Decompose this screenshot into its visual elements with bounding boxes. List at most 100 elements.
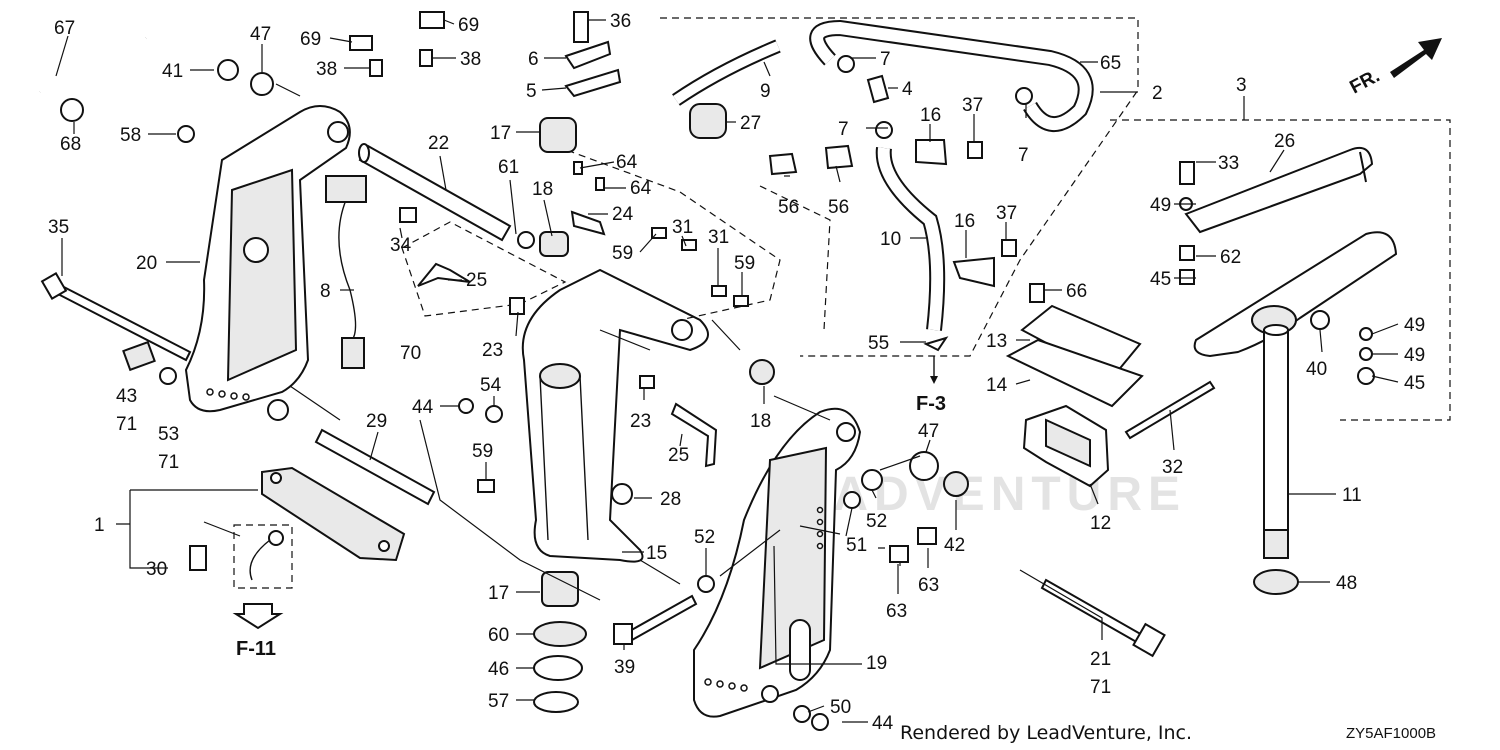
callout-31-right: 31 [708, 227, 729, 248]
callout-59-right: 59 [734, 253, 755, 274]
reference-f3[interactable]: F-3 [916, 393, 946, 415]
callout-62: 62 [1220, 247, 1241, 268]
callout-22: 22 [428, 133, 449, 154]
callout-48: 48 [1336, 573, 1357, 594]
callout-64-lower: 64 [630, 178, 652, 199]
anode-plate [261, 466, 406, 562]
callout-71-left: 71 [116, 414, 137, 435]
fr-label: FR. [1346, 66, 1383, 99]
misc-hardware [60, 11, 1375, 731]
credit-text: Rendered by LeadVenture, Inc. [900, 722, 1192, 744]
callout-13: 13 [986, 331, 1007, 352]
callout-55: 55 [868, 333, 889, 354]
callout-9: 9 [760, 81, 771, 102]
callout-42: 42 [944, 535, 965, 556]
callout-71-lower: 71 [158, 452, 179, 473]
callout-8: 8 [320, 281, 331, 302]
swivel-case [521, 268, 709, 563]
callout-39: 39 [614, 657, 635, 678]
callout-2: 2 [1152, 83, 1163, 104]
callout-21: 21 [1090, 649, 1111, 670]
callout-44-lower: 44 [872, 713, 894, 734]
bolt-39 [626, 594, 698, 642]
callout-38-left: 38 [316, 59, 337, 80]
callout-51: 51 [846, 535, 867, 556]
callout-45-lower: 45 [1404, 373, 1425, 394]
gasket-14 [1005, 338, 1144, 408]
callout-6: 6 [528, 49, 539, 70]
group-box-2 [660, 17, 1139, 357]
callout-66: 66 [1066, 281, 1087, 302]
callout-18-top: 18 [532, 179, 553, 200]
callout-45-top: 45 [1150, 269, 1171, 290]
group-box-30 [233, 524, 293, 589]
callout-40: 40 [1306, 359, 1327, 380]
callout-23-upper: 23 [482, 340, 503, 361]
callout-3: 3 [1236, 75, 1247, 96]
callout-60: 60 [488, 625, 509, 646]
forward-direction-arrow: FR. [1346, 38, 1442, 98]
callout-52-left: 52 [694, 527, 715, 548]
callout-15: 15 [646, 543, 667, 564]
callout-63-left: 63 [886, 601, 907, 622]
callout-64-upper: 64 [616, 152, 638, 173]
callout-32: 32 [1162, 457, 1183, 478]
bolt-35 [40, 271, 192, 362]
callout-36: 36 [610, 11, 631, 32]
callout-69-left: 69 [300, 29, 321, 50]
callout-30: 30 [146, 559, 167, 580]
callout-35: 35 [48, 217, 69, 238]
callout-29: 29 [366, 411, 387, 432]
callout-19: 19 [866, 653, 887, 674]
callout-68: 68 [60, 134, 81, 155]
bolt-21 [1040, 578, 1146, 646]
callout-46: 46 [488, 659, 509, 680]
callout-56-left: 56 [778, 197, 799, 218]
callout-43: 43 [116, 386, 137, 407]
callout-7-top: 7 [880, 49, 891, 70]
reference-f11[interactable]: F-11 [236, 638, 276, 660]
callout-12: 12 [1090, 513, 1111, 534]
callout-4: 4 [902, 79, 913, 100]
callout-10: 10 [880, 229, 901, 250]
callout-63-right: 63 [918, 575, 939, 596]
callout-53: 53 [158, 424, 179, 445]
callout-49-top: 49 [1150, 195, 1171, 216]
left-stern-bracket [184, 105, 351, 421]
callout-17-lower: 17 [488, 583, 509, 604]
callout-58: 58 [120, 125, 141, 146]
callout-25-lower: 25 [668, 445, 689, 466]
callout-7-mid: 7 [838, 119, 849, 140]
callout-50: 50 [830, 697, 851, 718]
steering-shaft [1263, 324, 1289, 559]
callout-16-upper: 16 [920, 105, 941, 126]
valve-block [1022, 404, 1110, 488]
washer-48 [1253, 569, 1299, 595]
callout-31-left: 31 [672, 217, 693, 238]
callout-57: 57 [488, 691, 509, 712]
callout-1: 1 [94, 515, 105, 536]
tilt-rod-29 [314, 428, 436, 506]
callout-20: 20 [136, 253, 157, 274]
callout-41: 41 [162, 61, 183, 82]
callout-33: 33 [1218, 153, 1239, 174]
callout-11: 11 [1342, 485, 1362, 506]
group-box-3 [1110, 119, 1451, 421]
callout-38-right: 38 [460, 49, 481, 70]
callout-23-lower: 23 [630, 411, 651, 432]
callout-24: 24 [612, 204, 634, 225]
f11-arrow [232, 603, 284, 630]
callout-56-right: 56 [828, 197, 849, 218]
right-stern-bracket [693, 407, 862, 718]
callout-67: 67 [54, 18, 75, 39]
callout-47-right: 47 [918, 421, 939, 442]
callout-49-lower: 49 [1404, 345, 1425, 366]
callout-34: 34 [390, 235, 412, 256]
callout-27: 27 [740, 113, 761, 134]
callout-69-right: 69 [458, 15, 479, 36]
callout-25-upper: 25 [466, 270, 487, 291]
steering-arm [1184, 146, 1398, 358]
callout-28: 28 [660, 489, 681, 510]
callout-17-top: 17 [490, 123, 511, 144]
callout-7-right: 7 [1018, 145, 1029, 166]
